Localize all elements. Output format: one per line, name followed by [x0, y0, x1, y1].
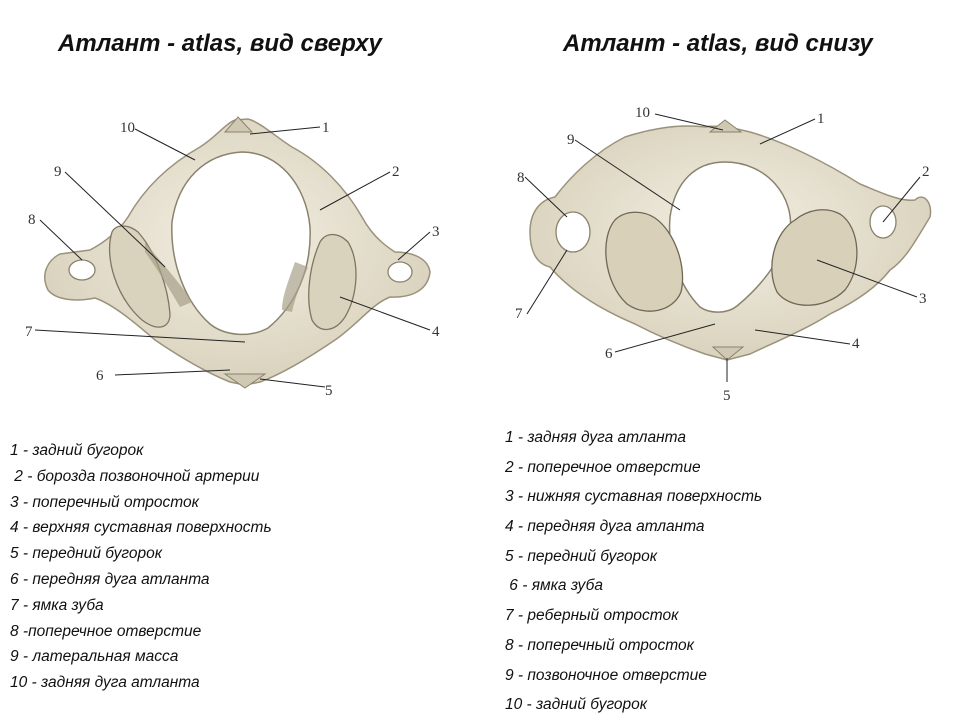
- callout-7: 7: [25, 324, 33, 340]
- callout-7: 7: [515, 306, 523, 322]
- right-transverse-foramen: [387, 261, 413, 283]
- anterior-tubercle: [711, 346, 745, 361]
- right-inferior-articular-surface: [771, 209, 858, 306]
- callout-10: 10: [120, 120, 135, 136]
- legend-item: 1 - задний бугорок: [10, 442, 144, 459]
- callout-1: 1: [817, 111, 825, 127]
- left-lateral-mass-shade: [145, 242, 192, 307]
- left-inferior-articular-surface: [605, 211, 684, 312]
- legend-item: 5 - передний бугорок: [10, 545, 163, 563]
- legend-item: 1 - задняя дуга атланта: [505, 429, 686, 446]
- legend-item: 6 - ямка зуба: [505, 577, 603, 595]
- legend-item: 7 - реберный отросток: [505, 607, 679, 625]
- legend-item: 6 - передняя дуга атланта: [10, 570, 210, 588]
- left-transverse-foramen: [555, 211, 591, 253]
- left-articular-surface: [108, 225, 171, 328]
- leader-lines-right: [524, 113, 921, 382]
- legend-item: 10 - задний бугорок: [505, 696, 648, 714]
- callout-8: 8: [28, 212, 36, 228]
- callout-1: 1: [322, 120, 330, 136]
- callout-9: 9: [54, 164, 62, 180]
- callout-3: 3: [919, 291, 927, 307]
- right-lateral-mass-shade: [282, 262, 308, 312]
- legend-item: 9 - латеральная масса: [10, 648, 179, 666]
- legend-item: 8 - поперечный отросток: [505, 636, 694, 654]
- title-inferior-view: Атлант - atlas, вид снизу: [563, 30, 873, 57]
- posterior-tubercle: [223, 116, 254, 133]
- vertebral-foramen: [171, 151, 311, 336]
- legend-item: 2 - борозда позвоночной артерии: [10, 467, 260, 485]
- legend-item: 9 - позвоночное отверстие: [505, 666, 707, 684]
- callout-2: 2: [392, 164, 400, 180]
- legend-inferior-view: 1 - задняя дуга атланта 2 - поперечное о…: [505, 423, 762, 720]
- callout-10: 10: [635, 105, 650, 121]
- anterior-tubercle: [223, 373, 267, 389]
- legend-superior-view: 1 - задний бугорок 2 - борозда позвоночн…: [10, 438, 272, 696]
- callout-3: 3: [432, 224, 440, 240]
- callout-5: 5: [325, 383, 333, 399]
- legend-item: 3 - поперечный отросток: [10, 493, 199, 511]
- callout-5: 5: [723, 388, 731, 404]
- callout-6: 6: [605, 346, 613, 362]
- callout-4: 4: [432, 324, 440, 340]
- left-transverse-foramen: [68, 259, 96, 281]
- callout-9: 9: [567, 132, 575, 148]
- legend-item: 8 -поперечное отверстие: [10, 622, 202, 640]
- title-superior-view: Атлант - atlas, вид сверху: [58, 30, 382, 57]
- legend-item: 3 - нижняя суставная поверхность: [505, 488, 763, 506]
- atlas-superior-figure: 1 2 3 4 5 6 7 8 9 10: [20, 92, 460, 410]
- legend-item: 4 - передняя дуга атланта: [505, 518, 705, 536]
- callout-8: 8: [517, 170, 525, 186]
- legend-item: 2 - поперечное отверстие: [505, 458, 701, 476]
- atlas-superior-illustration: 1 2 3 4 5 6 7 8 9 10: [25, 116, 440, 399]
- callout-6: 6: [96, 368, 104, 384]
- legend-item: 5 - передний бугорок: [505, 547, 658, 565]
- callout-2: 2: [922, 164, 930, 180]
- legend-item: 4 - верхняя суставная поверхность: [10, 519, 272, 537]
- atlas-inferior-figure: 1 2 3 4 5 6 7 8 9 10: [505, 92, 945, 410]
- atlas-inferior-illustration: 1 2 3 4 5 6 7 8 9 10: [515, 105, 932, 404]
- legend-item: 7 - ямка зуба: [10, 596, 104, 614]
- vertebral-foramen: [668, 161, 792, 313]
- legend-item: 10 - задняя дуга атланта: [10, 674, 200, 692]
- right-articular-surface: [308, 233, 357, 331]
- callout-4: 4: [852, 336, 860, 352]
- leader-lines-left: [34, 126, 431, 388]
